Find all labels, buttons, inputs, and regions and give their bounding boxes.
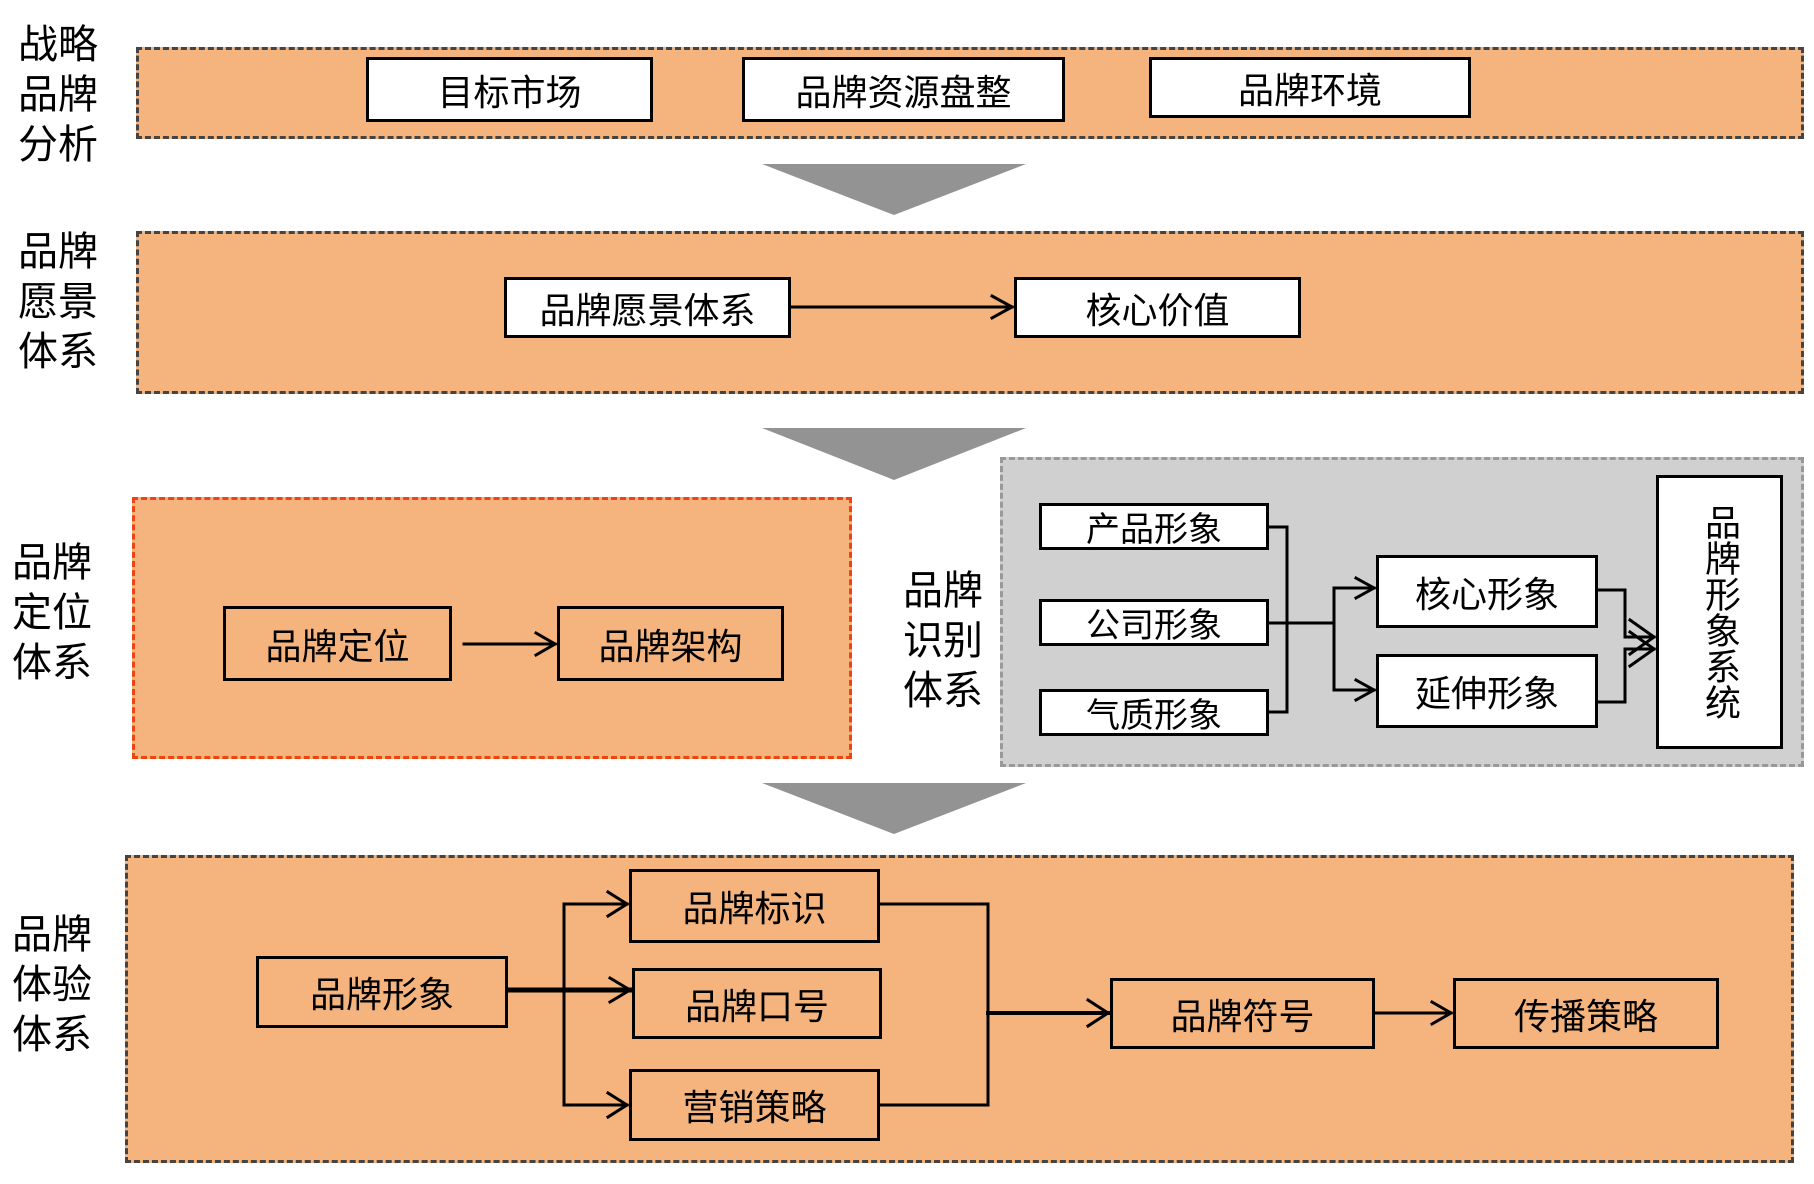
identity-label-line: 品牌: [903, 568, 983, 614]
node-label: 品牌定位: [265, 626, 410, 668]
node-label: 核心价值: [1085, 290, 1230, 332]
node-label: 品牌愿景体系: [539, 290, 756, 332]
node-brand-environment[interactable]: 品牌环境: [1149, 57, 1471, 118]
node-label: 产品形象: [1086, 510, 1222, 550]
node-label: 气质形象: [1086, 696, 1222, 736]
node-label: 公司形象: [1086, 606, 1222, 646]
node-label: 传播策略: [1513, 996, 1658, 1038]
node-label: 品牌环境: [1237, 70, 1382, 112]
stage3-identity-label: 品牌 识别 体系: [903, 566, 998, 716]
stage1-label-line: 品牌: [18, 72, 98, 118]
node-target-market[interactable]: 目标市场: [366, 57, 653, 122]
stage4-label-line: 品牌: [12, 912, 92, 958]
node-label: 品牌架构: [598, 626, 743, 668]
stage2-label-line: 品牌: [18, 229, 98, 275]
stage2-label: 品牌 愿景 体系: [18, 227, 128, 377]
stage-flow-arrow-2: [762, 428, 1026, 480]
stage3-brand-positioning-section: [132, 497, 852, 759]
identity-label-line: 体系: [903, 668, 983, 714]
node-brand-vision-system[interactable]: 品牌愿景体系: [504, 277, 791, 338]
node-label: 延伸形象: [1414, 674, 1559, 715]
node-brand-symbol[interactable]: 品牌符号: [1110, 978, 1375, 1049]
node-brand-positioning[interactable]: 品牌定位: [223, 606, 452, 681]
node-brand-logo[interactable]: 品牌标识: [629, 869, 880, 943]
node-label: 品牌形象系统: [1699, 504, 1740, 720]
node-brand-resource-inventory[interactable]: 品牌资源盘整: [742, 57, 1065, 122]
node-label: 品牌资源盘整: [795, 72, 1012, 114]
node-label: 目标市场: [437, 72, 582, 114]
node-extended-image[interactable]: 延伸形象: [1376, 654, 1598, 728]
node-temperament-image[interactable]: 气质形象: [1039, 689, 1269, 736]
node-core-image[interactable]: 核心形象: [1376, 555, 1598, 628]
positioning-label-line: 定位: [12, 590, 92, 636]
stage2-label-line: 愿景: [18, 279, 98, 325]
stage2-brand-vision-section: [136, 231, 1804, 394]
stage3-positioning-label: 品牌 定位 体系: [12, 538, 122, 688]
node-brand-architecture[interactable]: 品牌架构: [557, 606, 784, 681]
stage1-label-line: 分析: [18, 122, 98, 168]
node-brand-image-system[interactable]: 品牌形象系统: [1656, 475, 1783, 749]
node-label: 品牌口号: [684, 986, 829, 1028]
node-core-value[interactable]: 核心价值: [1014, 277, 1301, 338]
stage4-label: 品牌 体验 体系: [12, 910, 122, 1060]
identity-label-line: 识别: [903, 618, 983, 664]
node-label: 品牌标识: [682, 889, 827, 930]
node-label: 营销策略: [682, 1088, 827, 1129]
stage-flow-arrow-1: [762, 164, 1026, 215]
stage1-label-line: 战略: [18, 22, 98, 68]
node-label: 核心形象: [1414, 574, 1559, 616]
node-brand-image[interactable]: 品牌形象: [256, 956, 508, 1028]
node-label: 品牌形象: [309, 975, 454, 1016]
stage4-label-line: 体系: [12, 1012, 92, 1058]
stage4-label-line: 体验: [12, 962, 92, 1008]
node-company-image[interactable]: 公司形象: [1039, 599, 1269, 646]
node-brand-slogan[interactable]: 品牌口号: [632, 968, 882, 1039]
node-marketing-strategy[interactable]: 营销策略: [629, 1069, 880, 1141]
node-communication-strategy[interactable]: 传播策略: [1453, 978, 1719, 1049]
positioning-label-line: 体系: [12, 640, 92, 686]
stage1-label: 战略 品牌 分析: [18, 20, 128, 170]
stage-flow-arrow-3: [762, 783, 1026, 834]
node-product-image[interactable]: 产品形象: [1039, 503, 1269, 550]
node-label: 品牌符号: [1170, 996, 1315, 1038]
positioning-label-line: 品牌: [12, 540, 92, 586]
stage2-label-line: 体系: [18, 329, 98, 375]
